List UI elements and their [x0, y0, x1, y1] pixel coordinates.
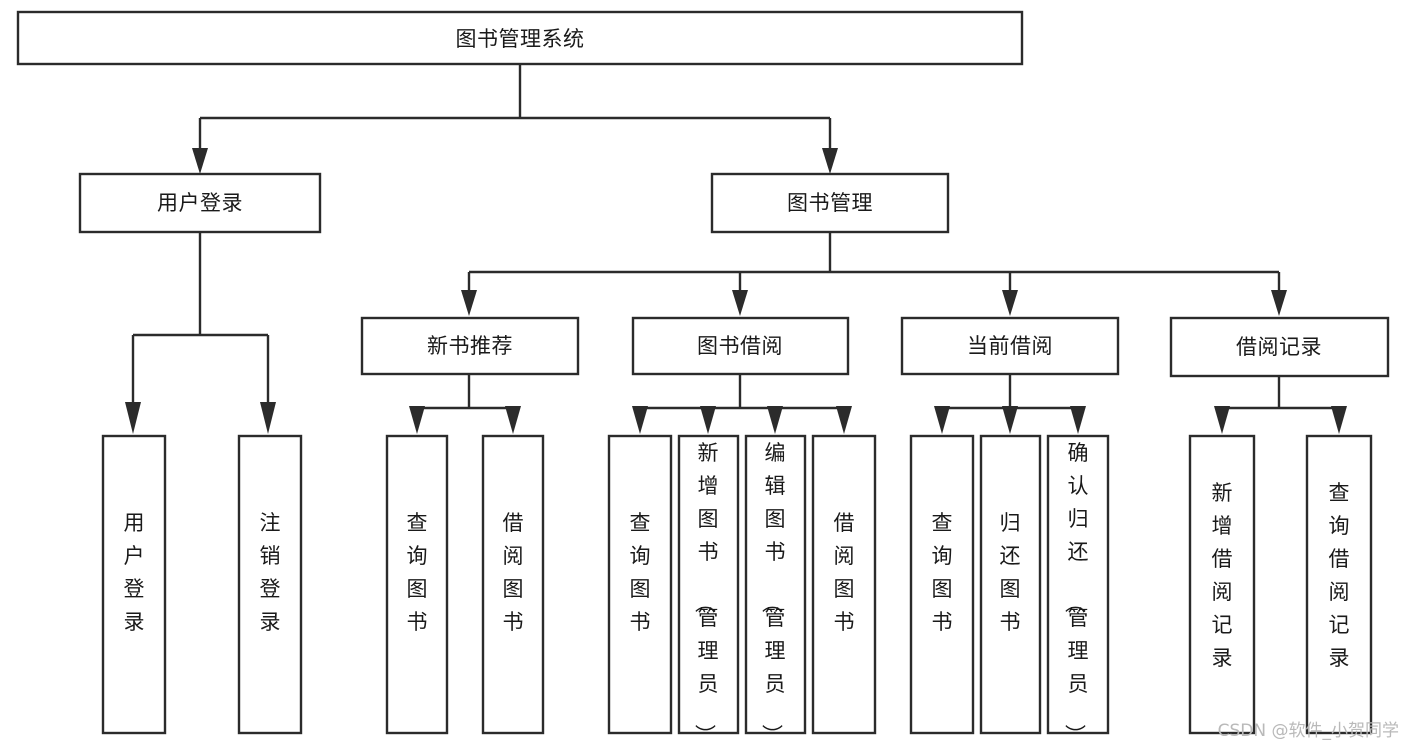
node-leaf-query-book-3[interactable]: 查询图书	[909, 434, 975, 735]
arrow-head-leaf-query-book-1	[409, 406, 425, 434]
arrow-head-user-login	[192, 148, 208, 174]
node-leaf-add-record-label: 新增借阅记录	[1212, 481, 1233, 670]
node-new-book-recommend-label: 新书推荐	[427, 334, 513, 358]
arrow-head-leaf-return-book	[1002, 406, 1018, 434]
node-current-borrow[interactable]: 当前借阅	[900, 316, 1120, 376]
node-book-manage[interactable]: 图书管理	[710, 172, 950, 234]
node-current-borrow-box[interactable]	[900, 316, 1120, 376]
arrow-head-borrow-record	[1271, 290, 1287, 316]
arrow-head-leaf-query-book-2	[632, 406, 648, 434]
node-leaf-query-record[interactable]: 查询借阅记录	[1305, 434, 1373, 735]
arrow-head-leaf-add-book	[700, 406, 716, 434]
node-borrow-record-label: 借阅记录	[1236, 335, 1322, 359]
node-leaf-user-login-label: 用户登录	[124, 511, 145, 634]
node-leaf-query-book-1-label: 查询图书	[407, 511, 428, 634]
node-leaf-user-logout-box[interactable]	[237, 434, 303, 735]
node-book-borrow-box[interactable]	[631, 316, 850, 376]
node-leaf-confirm-return-label: 确认归还（管理员）	[1063, 441, 1089, 745]
node-leaf-add-book-label: 新增图书（管理员）	[693, 441, 719, 745]
node-leaf-borrow-book-1[interactable]: 借阅图书	[481, 434, 545, 735]
node-current-borrow-label: 当前借阅	[967, 334, 1053, 358]
node-leaf-edit-book[interactable]: 编辑图书（管理员）	[744, 434, 807, 745]
node-leaf-user-logout-label: 注销登录	[260, 511, 281, 634]
csdn-watermark: CSDN @软件_小贺同学	[1217, 721, 1399, 741]
node-leaf-borrow-book-2-box[interactable]	[811, 434, 877, 735]
node-leaf-query-record-box[interactable]	[1305, 434, 1373, 735]
node-book-manage-box[interactable]	[710, 172, 950, 234]
node-leaf-user-logout[interactable]: 注销登录	[237, 434, 303, 735]
arrow-head-leaf-edit-book	[767, 406, 783, 434]
node-book-manage-label: 图书管理	[787, 191, 873, 215]
node-leaf-query-book-3-box[interactable]	[909, 434, 975, 735]
node-leaf-return-book[interactable]: 归还图书	[979, 434, 1042, 735]
node-leaf-query-book-1-box[interactable]	[385, 434, 449, 735]
arrow-head-new-book-recommend	[461, 290, 477, 316]
arrow-head-leaf-user-logout	[260, 402, 276, 434]
node-leaf-add-book-box[interactable]	[677, 434, 740, 735]
node-leaf-query-book-2-label: 查询图书	[630, 511, 651, 634]
node-leaf-query-book-1[interactable]: 查询图书	[385, 434, 449, 735]
arrow-head-book-manage	[822, 148, 838, 174]
node-leaf-confirm-return-box[interactable]	[1046, 434, 1110, 735]
arrow-head-leaf-borrow-book-2	[836, 406, 852, 434]
node-root[interactable]: 图书管理系统	[16, 10, 1024, 66]
node-leaf-borrow-book-2-label: 借阅图书	[834, 511, 855, 634]
node-user-login-label: 用户登录	[157, 191, 243, 215]
node-leaf-add-book[interactable]: 新增图书（管理员）	[677, 434, 740, 745]
node-leaf-return-book-box[interactable]	[979, 434, 1042, 735]
connector-layer	[125, 64, 1347, 434]
node-leaf-return-book-label: 归还图书	[1000, 511, 1021, 634]
node-user-login[interactable]: 用户登录	[78, 172, 322, 234]
arrow-head-leaf-query-record	[1331, 406, 1347, 434]
node-leaf-borrow-book-1-label: 借阅图书	[503, 511, 524, 634]
arrow-head-leaf-query-book-3	[934, 406, 950, 434]
node-leaf-query-record-label: 查询借阅记录	[1329, 481, 1350, 670]
node-root-label: 图书管理系统	[456, 27, 585, 51]
arrow-head-current-borrow	[1002, 290, 1018, 316]
node-book-borrow-label: 图书借阅	[697, 334, 783, 358]
arrow-head-leaf-user-login	[125, 402, 141, 434]
node-root-box[interactable]	[16, 10, 1024, 66]
node-leaf-query-book-2[interactable]: 查询图书	[607, 434, 673, 735]
node-leaf-add-record-box[interactable]	[1188, 434, 1256, 735]
node-leaf-edit-book-label: 编辑图书（管理员）	[760, 441, 786, 745]
node-new-book-recommend[interactable]: 新书推荐	[360, 316, 580, 376]
arrow-head-leaf-add-record	[1214, 406, 1230, 434]
node-borrow-record-box[interactable]	[1169, 316, 1390, 378]
node-leaf-user-login-box[interactable]	[101, 434, 167, 735]
node-leaf-edit-book-box[interactable]	[744, 434, 807, 735]
arrow-head-book-borrow	[732, 290, 748, 316]
node-borrow-record[interactable]: 借阅记录	[1169, 316, 1390, 378]
node-leaf-confirm-return[interactable]: 确认归还（管理员）	[1046, 434, 1110, 745]
arrow-head-leaf-borrow-book-1	[505, 406, 521, 434]
node-leaf-query-book-2-box[interactable]	[607, 434, 673, 735]
node-leaf-borrow-book-2[interactable]: 借阅图书	[811, 434, 877, 735]
node-leaf-query-book-3-label: 查询图书	[932, 511, 953, 634]
node-new-book-recommend-box[interactable]	[360, 316, 580, 376]
node-leaf-borrow-book-1-box[interactable]	[481, 434, 545, 735]
arrow-head-leaf-confirm-return	[1070, 406, 1086, 434]
node-book-borrow[interactable]: 图书借阅	[631, 316, 850, 376]
node-leaf-add-record[interactable]: 新增借阅记录	[1188, 434, 1256, 735]
node-user-login-box[interactable]	[78, 172, 322, 234]
node-leaf-user-login[interactable]: 用户登录	[101, 434, 167, 735]
